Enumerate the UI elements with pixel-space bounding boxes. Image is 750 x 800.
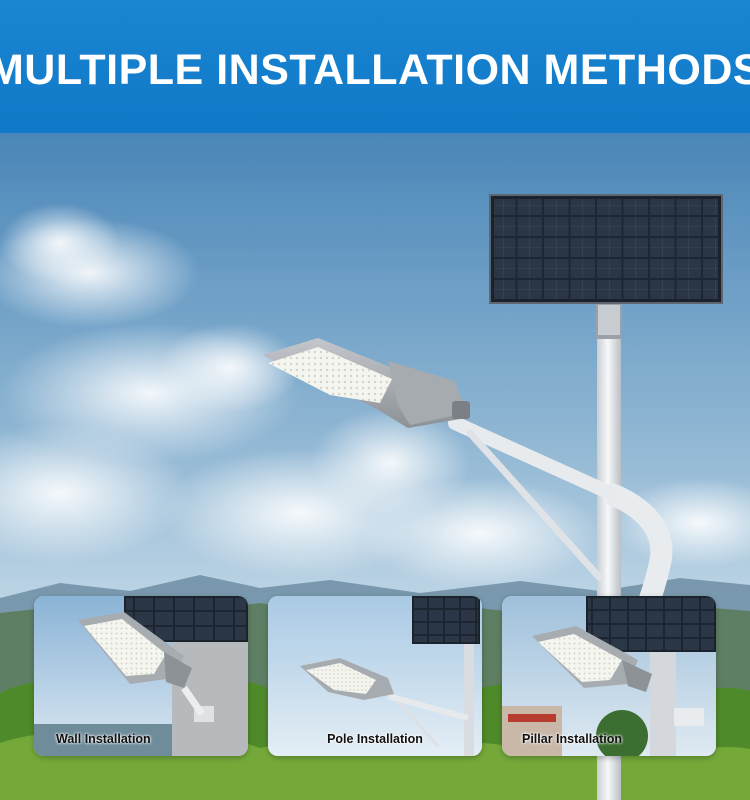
installation-gallery: Wall Installation bbox=[34, 596, 716, 756]
pillar-installation-card: Pillar Installation bbox=[502, 596, 716, 756]
solar-panel bbox=[489, 194, 723, 304]
lamp-head bbox=[262, 338, 470, 428]
pole-installation-card: Pole Installation bbox=[268, 596, 482, 756]
clouds bbox=[0, 203, 750, 588]
page-header: MULTIPLE INSTALLATION METHODS bbox=[0, 0, 750, 133]
pillar-installation-label: Pillar Installation bbox=[522, 732, 623, 746]
wall-installation-label: Wall Installation bbox=[56, 732, 151, 746]
wall-installation-card: Wall Installation bbox=[34, 596, 248, 756]
pole-installation-label: Pole Installation bbox=[327, 732, 423, 746]
page-title: MULTIPLE INSTALLATION METHODS bbox=[0, 46, 750, 94]
wall-installation-image bbox=[34, 596, 248, 756]
pole-installation-image bbox=[268, 596, 482, 756]
pillar-installation-image bbox=[502, 596, 716, 756]
